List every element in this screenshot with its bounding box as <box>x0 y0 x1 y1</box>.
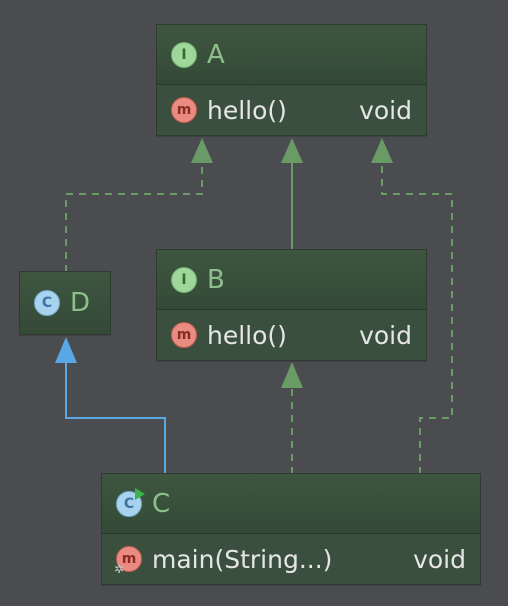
interface-node-b[interactable]: I B m hello() void <box>156 249 427 361</box>
method-icon: m <box>171 97 197 123</box>
arrowhead-d-a <box>191 138 213 163</box>
node-b-method-row[interactable]: m hello() void <box>157 310 426 360</box>
method-return-type: void <box>359 320 412 350</box>
interface-icon: I <box>171 266 197 293</box>
class-icon: C <box>116 487 145 517</box>
class-node-c[interactable]: C C m ✲ main(String...) void <box>101 473 481 585</box>
method-icon: m ✲ <box>114 546 142 576</box>
interface-icon: I <box>171 41 197 68</box>
class-node-d[interactable]: C D <box>19 271 111 335</box>
node-b-header: I B <box>157 250 426 310</box>
method-icon: m <box>171 322 197 348</box>
static-icon: ✲ <box>114 562 125 576</box>
node-d-title: D <box>70 288 91 318</box>
edge-c-a <box>381 163 453 474</box>
method-badge-letter: m <box>121 551 137 567</box>
method-signature: hello() <box>207 320 287 350</box>
method-return-type: void <box>413 544 466 574</box>
interface-node-a[interactable]: I A m hello() void <box>156 24 427 136</box>
arrowhead-c-d <box>55 337 77 363</box>
node-a-method-row[interactable]: m hello() void <box>157 85 426 135</box>
node-a-header: I A <box>157 25 426 85</box>
edge-c-d <box>65 363 166 474</box>
arrowhead-c-b <box>281 362 303 388</box>
method-signature: hello() <box>207 95 287 125</box>
node-c-header: C C <box>102 474 480 534</box>
class-badge-letter: C <box>123 495 135 512</box>
edge-d-a <box>65 163 203 272</box>
arrowhead-b-a <box>281 138 303 163</box>
run-icon <box>135 487 145 500</box>
node-d-header: C D <box>20 272 110 334</box>
arrowhead-c-a <box>371 138 393 163</box>
method-return-type: void <box>359 95 412 125</box>
node-a-title: A <box>207 39 225 70</box>
class-icon: C <box>34 290 60 316</box>
method-signature: main(String...) <box>152 544 333 574</box>
node-c-title: C <box>152 488 171 519</box>
node-c-method-row[interactable]: m ✲ main(String...) void <box>102 534 480 584</box>
node-b-title: B <box>207 264 225 295</box>
